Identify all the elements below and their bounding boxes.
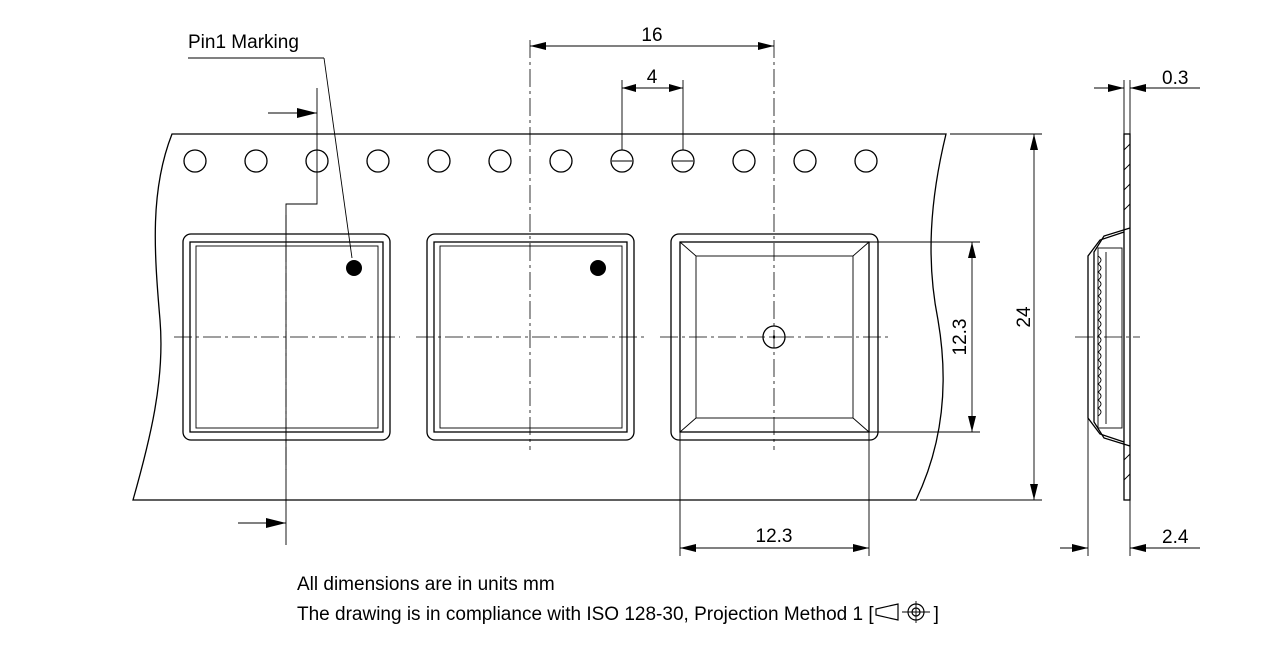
sprocket-holes [183, 149, 878, 173]
carrier-tape-outline [132, 133, 947, 501]
pin1-callout: Pin1 Marking [188, 32, 353, 259]
pin1-label: Pin1 Marking [188, 32, 299, 53]
units-note: All dimensions are in units mm [297, 574, 555, 595]
dim-12-3-horizontal: 12.3 [679, 432, 870, 556]
dim-24: 24 [920, 133, 1042, 501]
compliance-text: The drawing is in compliance with ISO 12… [297, 604, 874, 625]
side-leads [1097, 252, 1107, 424]
svg-text:2.4: 2.4 [1162, 527, 1189, 548]
projection-method-icon [875, 601, 930, 623]
side-view [1087, 133, 1131, 501]
dim-2-4: 2.4 [1060, 418, 1200, 556]
compliance-bracket: ] [933, 604, 939, 625]
svg-text:16: 16 [641, 25, 662, 46]
svg-text:12.3: 12.3 [950, 319, 971, 356]
compliance-note: The drawing is in compliance with ISO 12… [297, 600, 939, 626]
dim-4: 4 [621, 67, 684, 150]
pin1-dot-1 [346, 260, 362, 276]
svg-text:12.3: 12.3 [756, 526, 793, 547]
dim-0-3: 0.3 [1094, 68, 1200, 134]
dim-16: 16 [530, 25, 774, 50]
pin1-dot-2 [590, 260, 606, 276]
svg-text:0.3: 0.3 [1162, 68, 1188, 89]
dim-12-3-vertical: 12.3 [869, 241, 980, 433]
centerlines [174, 40, 1140, 470]
svg-text:4: 4 [647, 67, 658, 88]
pin1-reference [238, 88, 318, 545]
svg-text:24: 24 [1014, 306, 1035, 328]
